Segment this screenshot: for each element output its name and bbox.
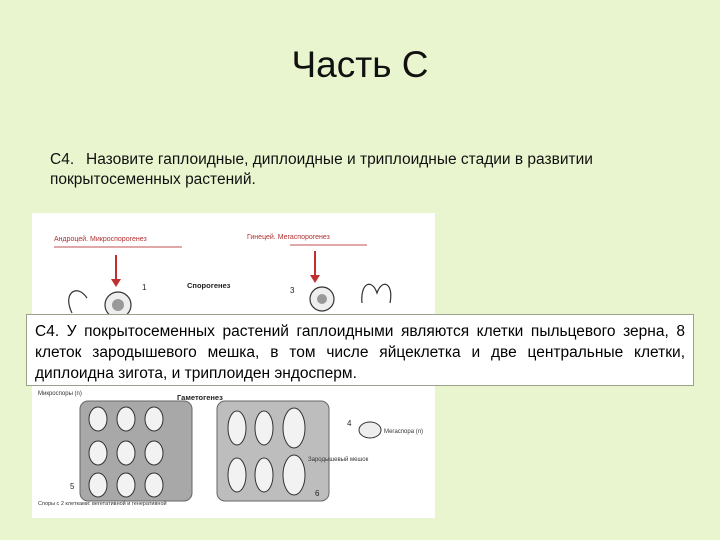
answer-text: С4. У покрытосеменных растений гаплоидны… [35, 323, 685, 382]
label-gynoecium: Гинецей. Мегаспорогенез [247, 233, 330, 241]
anther-outline [68, 290, 88, 314]
slide-title: Часть С [291, 44, 429, 85]
label-androecium: Андроцей. Микроспорогенез [54, 235, 147, 243]
num-6: 6 [315, 489, 320, 498]
cell-l3 [144, 406, 164, 432]
cell-r6 [282, 454, 306, 496]
nucleus-megasporocyte [317, 294, 327, 304]
label-embryo-sac: Зародышевый мешок [308, 456, 369, 463]
label-cells: Споры с 2 клетками: вегетативной и генер… [38, 500, 167, 507]
num-1: 1 [142, 283, 147, 292]
answer-box: С4. У покрытосеменных растений гаплоидны… [26, 314, 694, 386]
label-megaspore: Мегаспора (n) [384, 429, 423, 435]
cell-megaspore [358, 421, 382, 439]
cell-r5 [254, 457, 274, 493]
cell-l6 [144, 440, 164, 466]
pistil-outline [361, 283, 392, 304]
question-number: С4. [50, 151, 75, 168]
cell-r1 [227, 410, 247, 446]
question-body: Назовите гаплоидные, диплоидные и трипло… [50, 151, 593, 188]
cell-r3 [282, 407, 306, 449]
cell-r4 [227, 457, 247, 493]
arrow-right-head [310, 275, 320, 283]
cell-l7 [88, 472, 108, 498]
box-pollen [79, 400, 193, 502]
num-4: 4 [347, 419, 352, 428]
cell-l2 [116, 406, 136, 432]
cell-l5 [116, 440, 136, 466]
cell-l9 [144, 472, 164, 498]
question-text: С4.Назовите гаплоидные, диплоидные и три… [50, 150, 690, 190]
cell-l8 [116, 472, 136, 498]
num-3: 3 [290, 286, 295, 295]
cell-l4 [88, 440, 108, 466]
label-microspore: Микроспоры (n) [38, 391, 82, 397]
cell-l1 [88, 406, 108, 432]
label-sporogenesis: Спорогенез [187, 281, 231, 290]
cell-r2 [254, 410, 274, 446]
nucleus-microsporocyte [112, 299, 124, 311]
arrow-left-head [111, 279, 121, 287]
num-5: 5 [70, 482, 75, 491]
label-gametogenesis: Гаметогенез [177, 393, 223, 402]
